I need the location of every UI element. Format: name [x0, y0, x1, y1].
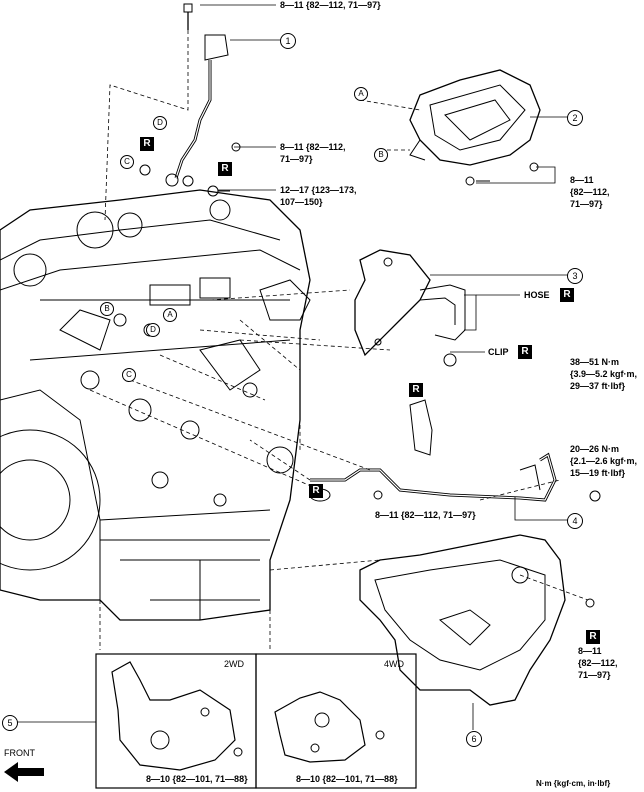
torque-pipe-2: {2.1—2.6 kgf·m, — [570, 456, 638, 466]
replace-mark-shield: R — [586, 630, 600, 644]
replace-mark-2: R — [218, 162, 232, 176]
callout-1: 1 — [280, 33, 296, 49]
torque-clip-1: 38—51 N·m — [570, 357, 620, 367]
torque-shield-3: 71—97} — [578, 670, 611, 680]
marker-c-engine: C — [122, 368, 136, 382]
hose-label: HOSE — [524, 290, 550, 300]
callout-3: 3 — [567, 268, 583, 284]
marker-b-top: B — [374, 148, 388, 162]
front-label: FRONT — [4, 748, 35, 758]
torque-right-top-3: 71—97} — [570, 199, 603, 209]
torque-shield-2: {82—112, — [578, 658, 618, 668]
callout-2: 2 — [567, 110, 583, 126]
torque-pipe-bolt: 8—11 {82—112, 71—97} — [375, 510, 476, 520]
part-4-pipe — [309, 399, 601, 502]
callout-6: 6 — [466, 731, 482, 747]
replace-mark-gasket: R — [309, 484, 323, 498]
part-3-bracket — [354, 249, 466, 367]
marker-a-top: A — [354, 87, 368, 101]
torque-right-top-2: {82—112, — [570, 187, 610, 197]
replace-mark-hose: R — [560, 288, 574, 302]
torque-clip-2: {3.9—5.2 kgf·m, — [570, 369, 638, 379]
inset-2wd-title: 2WD — [224, 659, 244, 669]
dashed-leaders — [89, 30, 589, 650]
torque-shield-1: 8—11 — [578, 646, 602, 656]
units-label: N·m {kgf·cm, in·lbf} — [536, 779, 611, 788]
replace-mark-clip: R — [518, 345, 532, 359]
engine-block — [0, 189, 311, 621]
torque-mid-b-1: 12—17 {123—173, — [280, 185, 357, 195]
torque-right-top-1: 8—11 — [570, 175, 594, 185]
callout-5: 5 — [2, 715, 18, 731]
inset-2wd-parts — [111, 661, 243, 771]
torque-top: 8—11 {82—112, 71—97} — [280, 0, 381, 10]
replace-mark-pipe: R — [409, 383, 423, 397]
torque-inset-4wd: 8—10 {82—101, 71—88} — [296, 774, 398, 784]
torque-mid-a-2: 71—97} — [280, 154, 313, 164]
torque-inset-2wd: 8—10 {82—101, 71—88} — [146, 774, 248, 784]
front-arrow-icon — [4, 762, 44, 782]
marker-c-top: C — [120, 155, 134, 169]
inset-4wd-title: 4WD — [384, 659, 404, 669]
callout-4: 4 — [567, 513, 583, 529]
replace-mark-1: R — [140, 137, 154, 151]
marker-d-top: D — [153, 116, 167, 130]
torque-pipe-3: 15—19 ft·lbf} — [570, 468, 626, 478]
marker-d-engine: D — [146, 323, 160, 337]
solid-leaders — [16, 4, 568, 730]
clip-label: CLIP — [488, 347, 509, 357]
torque-mid-a-1: 8—11 {82—112, — [280, 142, 346, 152]
part-6-lower-shield — [359, 534, 595, 706]
part-2-heat-shield — [409, 69, 541, 186]
marker-b-engine: B — [100, 302, 114, 316]
inset-4wd-parts — [274, 691, 385, 763]
torque-mid-b-2: 107—150} — [280, 197, 323, 207]
inset-4wd-frame — [255, 653, 417, 789]
marker-a-engine: A — [163, 308, 177, 322]
torque-pipe-1: 20—26 N·m — [570, 444, 620, 454]
torque-clip-3: 29—37 ft·lbf} — [570, 381, 626, 391]
